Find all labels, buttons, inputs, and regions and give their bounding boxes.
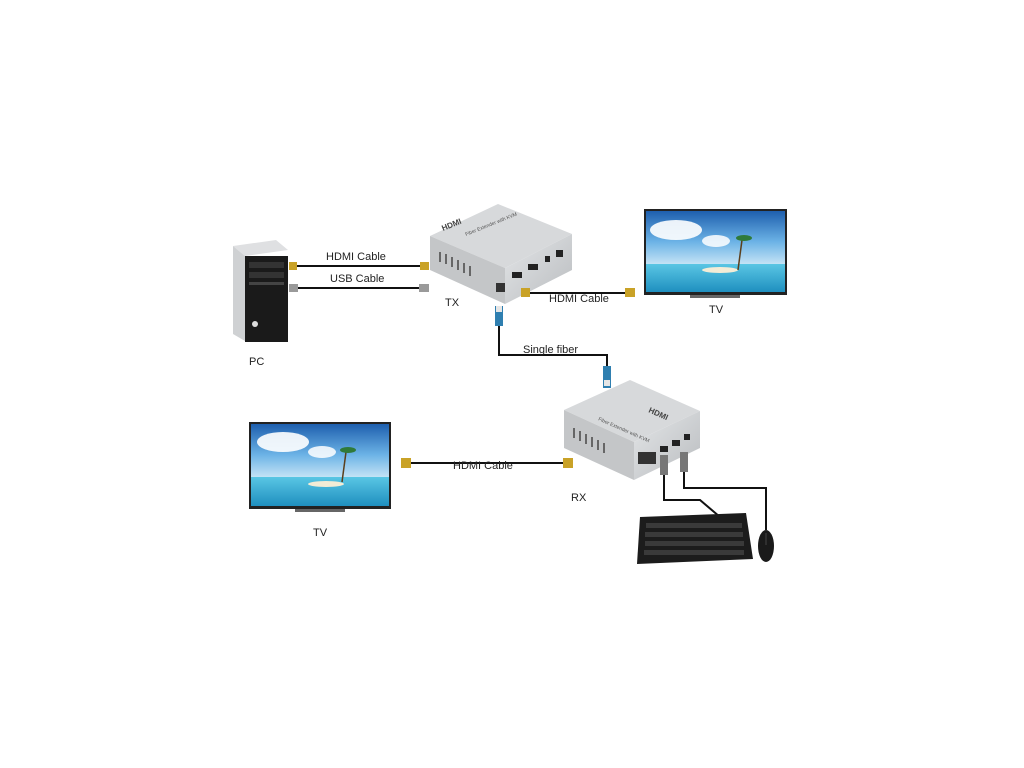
keyboard [637,513,753,564]
tv-bottom [249,422,391,512]
pc-hdmi-cable [289,262,429,270]
pc-label: PC [249,356,264,368]
pc-usb-cable [289,284,429,292]
usb-keyboard-cable [660,455,720,517]
tx-label: TX [445,297,460,309]
pc-tower [233,240,288,342]
power-button-icon [252,321,258,327]
tv-bottom-label: TV [313,527,328,539]
mouse [758,530,774,562]
rx-extender: HDMI Fiber Extender with KVM [564,380,700,480]
tx-extender: HDMI Fiber Extender with KVM [430,204,572,304]
pc-hdmi-cable-label: HDMI Cable [326,251,386,263]
tv-top-label: TV [709,304,724,316]
rx-label: RX [571,492,587,504]
single-fiber-label: Single fiber [523,344,578,356]
tx-hdmi-cable-label: HDMI Cable [549,293,609,305]
tv-top [644,209,787,298]
rx-hdmi-cable-label: HDMI Cable [453,460,513,472]
pc-usb-cable-label: USB Cable [330,273,384,285]
